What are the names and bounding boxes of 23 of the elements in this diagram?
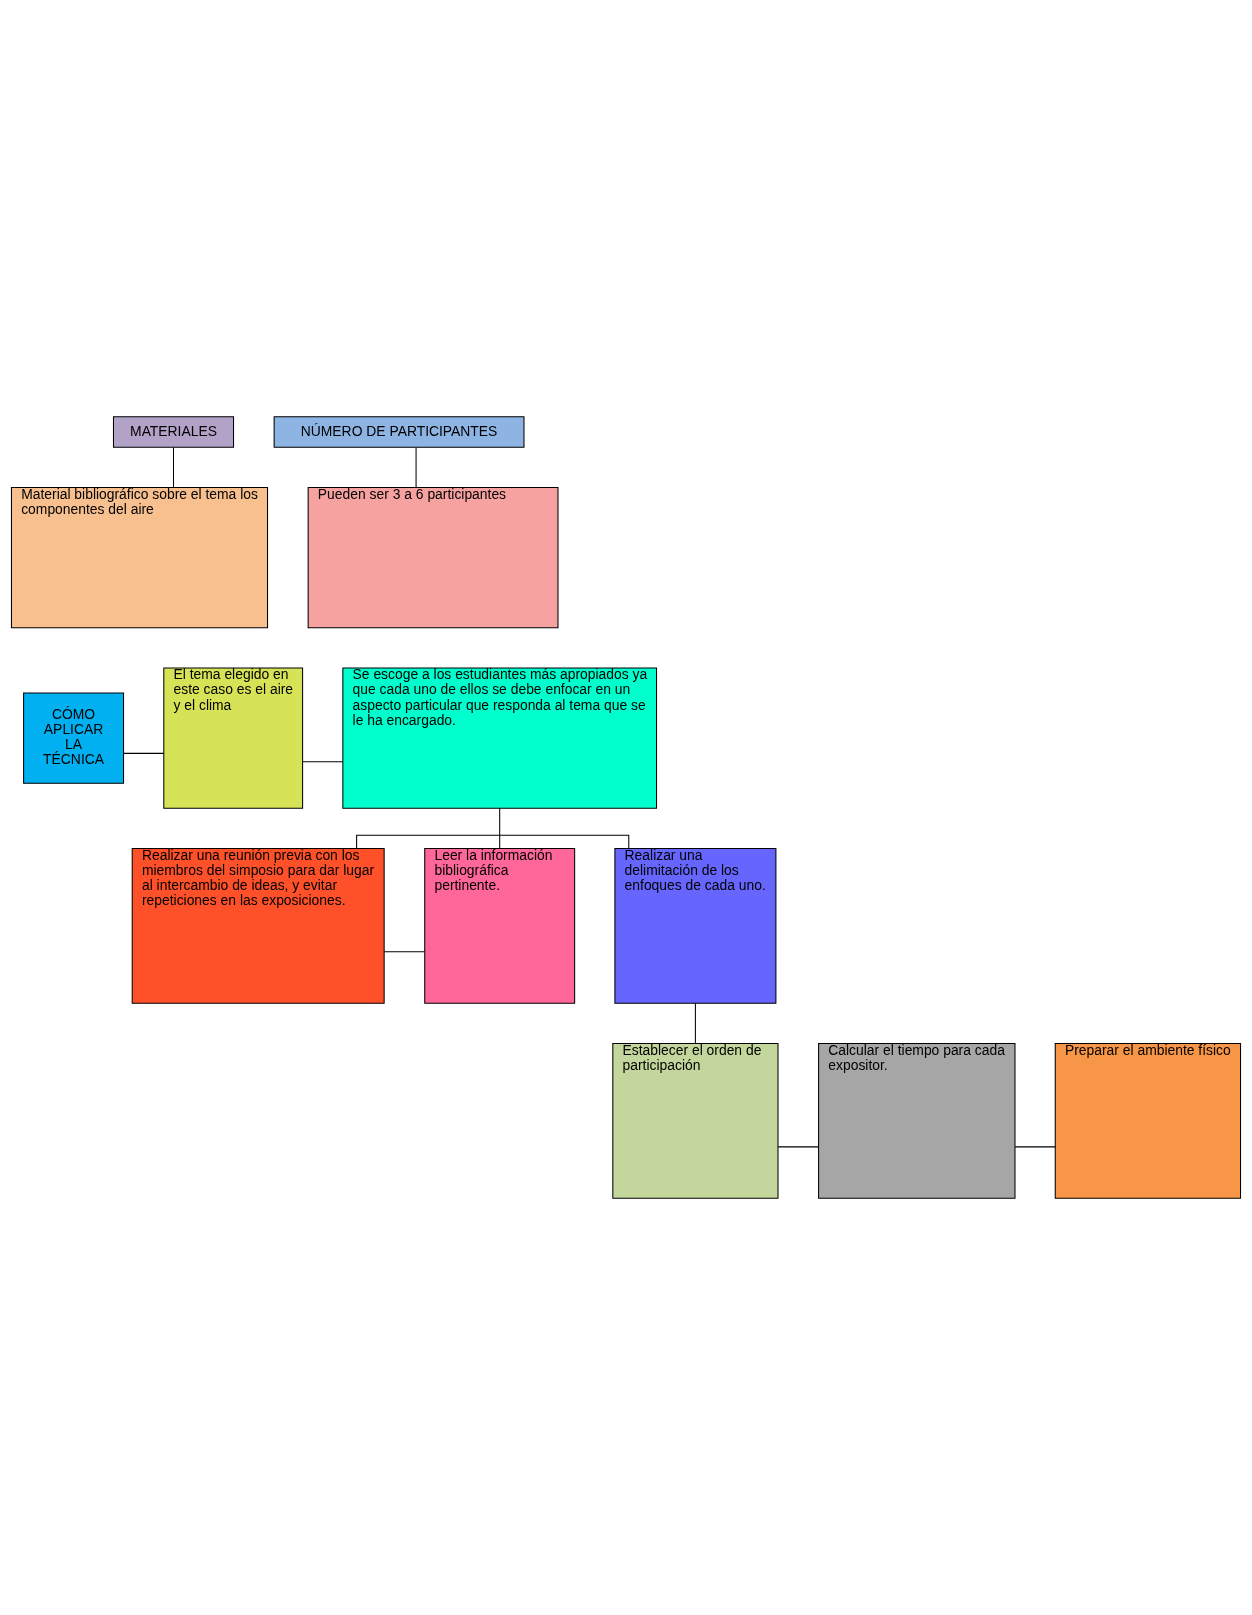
connector	[499, 807, 501, 849]
connector	[302, 761, 344, 763]
connector	[383, 951, 426, 953]
node-box: NÚMERO DE PARTICIPANTES	[273, 416, 525, 448]
connector	[1014, 1146, 1056, 1148]
connector	[356, 834, 630, 849]
node-box: Establecer el orden de participación	[612, 1042, 779, 1199]
connector	[694, 1002, 696, 1044]
node-box: El tema elegido en este caso es el aire y el clima	[163, 667, 304, 809]
node-box: Realizar una reunión previa con los miembros del simposio para dar lugar al intercambio de ideas, y evitar repeticiones en las exposiciones.	[131, 847, 385, 1004]
node-box: Pueden ser 3 a 6 participantes	[307, 487, 559, 629]
connector	[123, 752, 165, 754]
node-box: Se escoge a los estudiantes más apropiados ya que cada uno de ellos se debe enfocar en un aspecto particular que responda al tema que se le ha encargado.	[342, 667, 658, 809]
node-box: Realizar una delimitación de los enfoques de cada uno.	[614, 847, 777, 1004]
node-box: Material bibliográfico sobre el tema los componentes del aire	[10, 487, 269, 629]
connector	[173, 446, 175, 488]
node-box: CÓMO APLICAR LA TÉCNICA	[23, 692, 125, 784]
connector	[777, 1146, 819, 1148]
node-box: MATERIALES	[112, 416, 235, 448]
node-box: Calcular el tiempo para cada expositor.	[818, 1042, 1016, 1199]
node-box: Preparar el ambiente físico	[1054, 1042, 1242, 1199]
connector	[415, 446, 417, 488]
node-box: Leer la información bibliográfica pertinente.	[424, 847, 576, 1004]
